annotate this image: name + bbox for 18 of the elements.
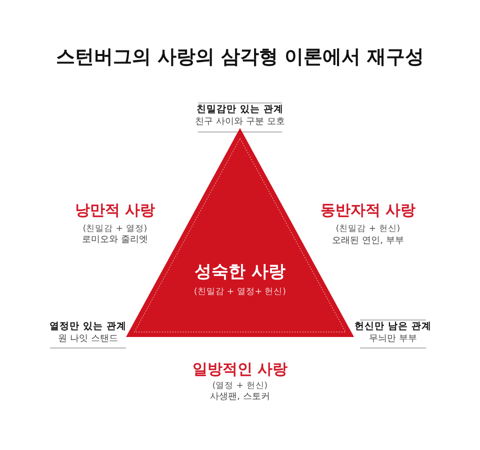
example-text: 로미오와 줄리엣	[82, 234, 148, 246]
example-text: 무늬만 부부	[369, 334, 417, 344]
love-type-heading: 성숙한 사랑	[194, 262, 286, 282]
relationship-label: 친밀감만 있는 관계	[196, 104, 284, 116]
love-type-heading: 일방적인 사랑	[192, 360, 288, 378]
love-type-heading: 낭만적 사랑	[74, 201, 156, 219]
component-formula: (친밀감 + 열정+ 헌신)	[194, 286, 286, 298]
component-formula: (열정 + 헌신)	[212, 380, 268, 392]
example-text: 원 나잇 스탠드	[58, 334, 118, 344]
relationship-label: 헌신만 남은 관계	[354, 321, 432, 333]
relationship-label: 열정만 있는 관계	[50, 321, 126, 333]
example-text: 사생팬, 스토커	[210, 392, 270, 402]
love-type-heading: 동반자적 사랑	[320, 201, 416, 219]
example-text: 친구 사이와 구분 모호	[195, 116, 285, 128]
title: 스턴버그의 사랑의 삼각형 이론에서 재구성	[54, 45, 426, 69]
component-formula: (친밀감 + 열정)	[82, 224, 148, 234]
component-formula: (친밀감 + 헌신)	[336, 224, 400, 234]
example-text: 오래된 연인, 부부	[332, 236, 404, 246]
